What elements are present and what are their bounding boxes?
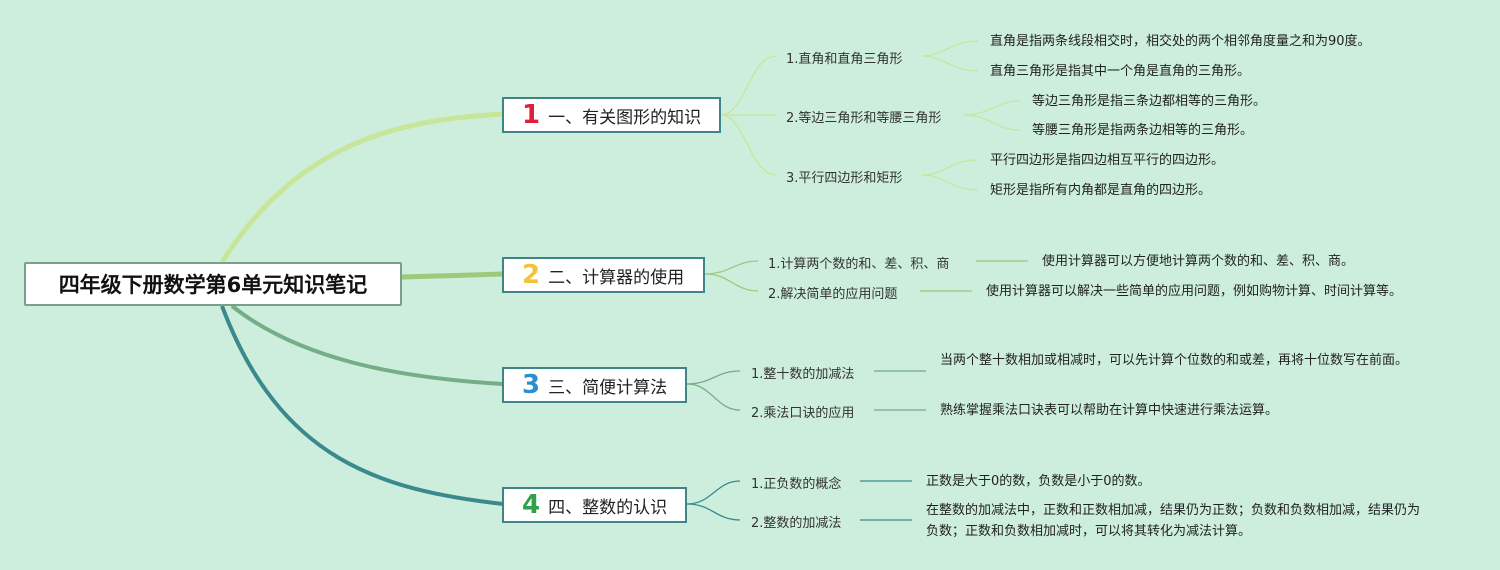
- leaf-1-2-2[interactable]: 等腰三角形是指两条边相等的三角形。: [1032, 123, 1254, 138]
- connector-b3-s2: [686, 383, 741, 411]
- branch-2-title: 二、计算器的使用: [548, 267, 685, 288]
- connector-b1-s3-l1: [921, 159, 979, 176]
- leaf-1-1-2[interactable]: 直角三角形是指其中一个角是直角的三角形。: [990, 64, 1251, 79]
- root-title: 四年级下册数学第6单元知识笔记: [58, 273, 368, 297]
- leaf-4-2-1[interactable]: 在整数的加减法中，正数和正数相加减，结果仍为正数；负数和负数相加减，结果仍为负数…: [926, 503, 1421, 539]
- leaf-2-2-1[interactable]: 使用计算器可以解决一些简单的应用问题，例如购物计算、时间计算等。: [986, 284, 1403, 299]
- connector-b1-s3: [720, 114, 777, 176]
- leaf-4-1-1[interactable]: 正数是大于0的数，负数是小于0的数。: [926, 474, 1151, 489]
- connector-root-b4: [220, 305, 504, 506]
- subtopic-4-1[interactable]: 1.正负数的概念: [751, 477, 842, 492]
- connector-root-b2: [401, 271, 504, 280]
- leaf-1-3-1[interactable]: 平行四边形是指四边相互平行的四边形。: [990, 153, 1225, 168]
- branch-2-topic[interactable]: 2 二、计算器的使用: [502, 257, 705, 293]
- branch-1-topic[interactable]: 1 一、有关图形的知识: [502, 97, 721, 133]
- leaf-2-1-1[interactable]: 使用计算器可以方便地计算两个数的和、差、积、商。: [1042, 254, 1355, 269]
- connector-b1-s1: [720, 55, 777, 116]
- connector-root-b1: [219, 111, 504, 264]
- connector-b4-s2: [686, 503, 741, 521]
- root-topic[interactable]: 四年级下册数学第6单元知识笔记: [24, 262, 402, 306]
- leaf-1-3-2[interactable]: 矩形是指所有内角都是直角的四边形。: [990, 183, 1212, 198]
- number-3-icon: 3: [522, 370, 541, 400]
- number-4-icon: 4: [522, 490, 541, 520]
- branch-4-title: 四、整数的认识: [548, 497, 668, 518]
- subtopic-1-2[interactable]: 2.等边三角形和等腰三角形: [786, 111, 942, 126]
- leaf-1-2-1[interactable]: 等边三角形是指三条边都相等的三角形。: [1032, 94, 1267, 109]
- connector-b1-s2-l1: [963, 100, 1021, 116]
- connector-b4-s1: [686, 480, 741, 505]
- subtopic-4-2[interactable]: 2.整数的加减法: [751, 516, 842, 531]
- leaf-1-1-1[interactable]: 直角是指两条线段相交时，相交处的两个相邻角度量之和为90度。: [990, 34, 1371, 49]
- branch-1-title: 一、有关图形的知识: [548, 107, 702, 128]
- connector-root-b3: [230, 304, 504, 386]
- subtopic-2-2[interactable]: 2.解决简单的应用问题: [768, 287, 898, 302]
- connector-b1-s1-l1: [921, 40, 979, 57]
- connector-b2-s2: [704, 273, 759, 292]
- connector-b2-s1: [704, 260, 759, 275]
- connector-b1-s3-l2: [921, 174, 979, 191]
- branch-4-topic[interactable]: 4 四、整数的认识: [502, 487, 687, 523]
- subtopic-1-1[interactable]: 1.直角和直角三角形: [786, 52, 903, 67]
- branch-3-topic[interactable]: 3 三、简便计算法: [502, 367, 687, 403]
- subtopic-3-1[interactable]: 1.整十数的加减法: [751, 367, 855, 382]
- connector-b3-s1: [686, 370, 741, 385]
- subtopic-1-3[interactable]: 3.平行四边形和矩形: [786, 171, 903, 186]
- connector-b1-s2-l2: [963, 114, 1021, 131]
- number-1-icon: 1: [522, 100, 541, 130]
- leaf-3-1-1[interactable]: 当两个整十数相加或相减时，可以先计算个位数的和或差，再将十位数写在前面。: [940, 353, 1409, 368]
- subtopic-3-2[interactable]: 2.乘法口诀的应用: [751, 406, 855, 421]
- subtopic-2-1[interactable]: 1.计算两个数的和、差、积、商: [768, 257, 950, 272]
- leaf-3-2-1[interactable]: 熟练掌握乘法口诀表可以帮助在计算中快速进行乘法运算。: [940, 403, 1279, 418]
- branch-3-title: 三、简便计算法: [548, 377, 668, 398]
- number-2-icon: 2: [522, 260, 541, 290]
- connector-b1-s1-l2: [921, 55, 979, 72]
